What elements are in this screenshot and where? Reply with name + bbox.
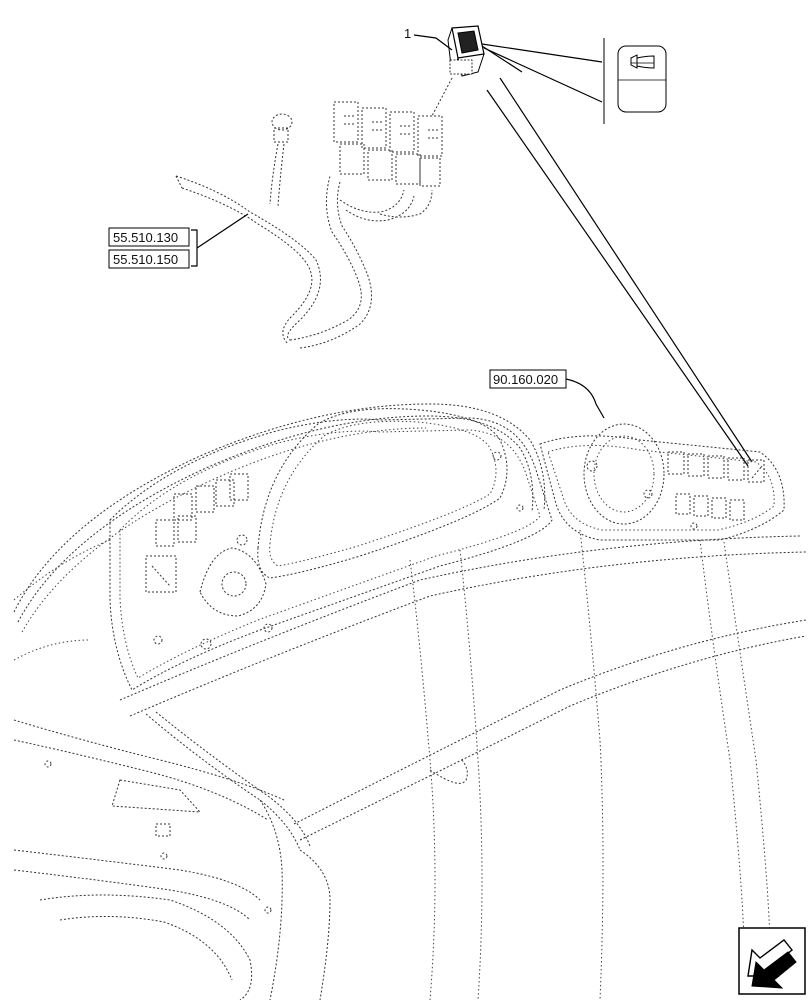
- ref-bracket: [191, 213, 249, 267]
- left-switch-bank: [145, 473, 249, 593]
- right-switch-pod: [539, 423, 785, 541]
- rotary-knob: [153, 534, 273, 650]
- ref-55-510-150[interactable]: 55.510.150: [108, 249, 190, 269]
- ref-55-510-130[interactable]: 55.510.130: [108, 227, 190, 247]
- rocker-switch: [431, 25, 485, 117]
- connector-block: [333, 101, 443, 187]
- ref-90-160-020-label: 90.160.020: [493, 372, 558, 387]
- ref-90-160-020[interactable]: 90.160.020: [489, 369, 605, 419]
- next-page-arrow-icon[interactable]: [738, 927, 806, 995]
- horn-detail: [603, 38, 667, 124]
- dashboard-outline: [13, 403, 807, 1000]
- wiring-harness: [175, 113, 433, 349]
- item-1-number: 1: [404, 26, 411, 41]
- horn-icon: [630, 54, 655, 69]
- ref-55-510-150-label: 55.510.150: [113, 252, 178, 267]
- ref-55-510-130-label: 55.510.130: [113, 230, 178, 245]
- item-1-callout[interactable]: 1: [404, 26, 453, 51]
- switch-leader-lines: [481, 43, 753, 467]
- round-connector: [269, 113, 293, 207]
